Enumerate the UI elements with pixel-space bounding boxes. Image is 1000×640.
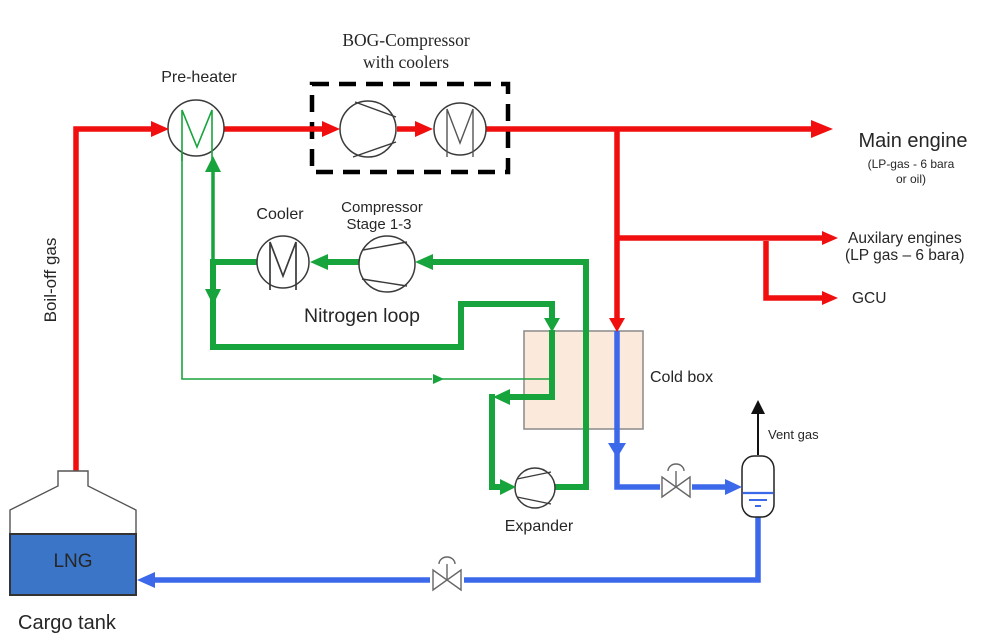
n2-compressor-vane-icon xyxy=(362,241,408,251)
vent-separator-vessel xyxy=(741,455,775,518)
expander-vane-icon xyxy=(516,496,552,505)
arrow-into-coldbox-red xyxy=(609,318,625,332)
compressor-label-line1: Compressor xyxy=(341,199,423,216)
arrow-n2-into-coldbox xyxy=(544,318,560,332)
expander-label: Expander xyxy=(505,518,574,535)
valve-icon xyxy=(661,463,691,499)
n2-compressor-circle-icon xyxy=(358,235,416,293)
title-line1: BOG-Compressor xyxy=(342,30,470,50)
n2-cooler-coil-icon xyxy=(269,241,297,290)
n2-cooler-circle-icon xyxy=(256,235,310,289)
nitrogen-loop-label: Nitrogen loop xyxy=(304,305,420,327)
valve-icon xyxy=(432,556,462,592)
lng-lines xyxy=(154,331,761,583)
lng-cargo-tank xyxy=(9,470,137,596)
flow-arrowheads xyxy=(137,120,838,588)
preheater-circle-icon xyxy=(167,99,225,157)
lng-line-to-valve xyxy=(614,452,660,490)
arrow-n2-out-of-coldbox xyxy=(493,389,510,405)
n2-return-from-preheater xyxy=(181,153,432,380)
arrow-n2-into-expander xyxy=(500,479,516,495)
expander-symbol xyxy=(514,467,556,509)
n2-cooler-symbol xyxy=(256,235,310,290)
arrow-into-preheater xyxy=(151,121,169,137)
arrow-n2-into-compressor xyxy=(415,254,433,270)
arrow-to-main-engine xyxy=(811,120,833,138)
boil-off-gas-label: Boil-off gas xyxy=(41,238,60,323)
arrow-n2-return-small xyxy=(433,374,444,384)
aux-engines-sub: (LP gas – 6 bara) xyxy=(845,247,964,264)
bog-compressor-vane-icon xyxy=(354,101,397,118)
arrow-into-aftercooler xyxy=(415,121,433,137)
n2-line-inside-coldbox xyxy=(508,330,555,400)
expander-vane-icon xyxy=(516,471,552,480)
preheater-label: Pre-heater xyxy=(161,69,237,86)
arrow-n2-into-cooler xyxy=(310,254,328,270)
bog-branch-to-gcu xyxy=(763,241,824,301)
cold-box-label: Cold box xyxy=(650,369,713,386)
bog-compressor-symbol xyxy=(339,100,397,158)
n2-line-to-expander xyxy=(489,394,502,490)
main-engine-sub2: or oil) xyxy=(896,172,926,186)
main-engine-label: Main engine xyxy=(859,130,968,152)
vent-gas-label: Vent gas xyxy=(768,427,819,442)
preheater-symbol xyxy=(167,99,225,161)
nitrogen-loop-lines xyxy=(181,153,589,490)
arrow-n2-into-preheater xyxy=(205,156,221,172)
n2-compressor-symbol xyxy=(358,235,416,293)
main-engine-sub1: (LP-gas - 6 bara xyxy=(868,157,955,171)
aux-engines-label: Auxilary engines xyxy=(848,230,962,247)
expander-circle-icon xyxy=(514,467,556,509)
lng-return-line-right xyxy=(464,515,761,583)
bog-aftercooler-coil-icon xyxy=(446,108,474,157)
arrow-vent-gas xyxy=(751,400,765,414)
n2-line-expander-to-compressor xyxy=(433,259,589,490)
labels: BOG-Compressor with coolers Pre-heater C… xyxy=(18,30,967,634)
preheater-coil-icon xyxy=(181,109,213,161)
n2-line-cooler-to-coldbox xyxy=(210,259,555,350)
arrow-lng-below-coldbox xyxy=(608,443,626,458)
n2-compressor-vane-icon xyxy=(361,278,408,287)
tank-liquid-icon xyxy=(9,533,137,596)
compressor-label-line2: Stage 1-3 xyxy=(346,216,411,233)
arrow-lng-into-separator xyxy=(725,479,742,495)
arrow-to-gcu xyxy=(822,291,838,305)
cooler-label: Cooler xyxy=(256,206,304,223)
title-line2: with coolers xyxy=(363,52,449,72)
arrow-into-bog-compressor xyxy=(322,121,340,137)
separator-body-icon xyxy=(741,455,775,518)
cargo-tank-label: Cargo tank xyxy=(18,612,117,634)
arrow-to-aux-engines xyxy=(822,231,838,245)
bog-compressor-circle-icon xyxy=(339,100,397,158)
bog-line-tank-to-preheater xyxy=(73,126,153,472)
bog-aftercooler-symbol xyxy=(433,102,487,157)
bog-aftercooler-circle-icon xyxy=(433,102,487,156)
bog-compressor-vane-icon xyxy=(352,141,397,158)
arrow-lng-into-tank xyxy=(137,572,155,588)
lng-label: LNG xyxy=(53,551,92,572)
arrow-n2-down xyxy=(205,289,221,305)
gcu-label: GCU xyxy=(852,290,886,307)
bog-gas-lines xyxy=(73,126,824,472)
